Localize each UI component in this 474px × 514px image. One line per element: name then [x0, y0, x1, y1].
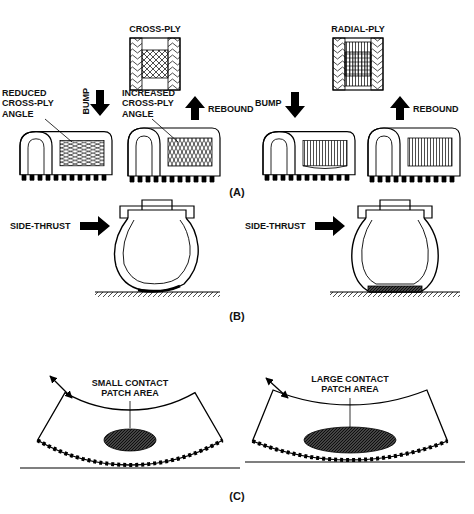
radial-ply-tread [333, 38, 383, 90]
cross-ply-bump-tyre [20, 132, 112, 181]
panel-letter: (C) [217, 490, 257, 503]
panel-letter: (B) [217, 310, 257, 323]
motion-label: BUMP [255, 98, 295, 108]
rebound-arrow [390, 96, 410, 120]
motion-label: REBOUND [208, 104, 263, 114]
thrust-arrow [315, 216, 345, 236]
annotation: INCREASED CROSS-PLY ANGLE [122, 88, 192, 119]
force-label: SIDE-THRUST [10, 221, 80, 231]
motion-label: REBOUND [413, 104, 473, 114]
force-label: SIDE-THRUST [245, 221, 315, 231]
patch-label: LARGE CONTACT PATCH AREA [302, 374, 398, 395]
rebound-arrow [185, 96, 205, 120]
cross-ply-tread [130, 38, 180, 90]
motion-label: BUMP [81, 81, 91, 121]
ground-hatch [95, 292, 220, 297]
patch-label: SMALL CONTACT PATCH AREA [82, 378, 178, 399]
ply-type-label: CROSS-PLY [115, 24, 195, 34]
panel-letter: (A) [217, 186, 257, 199]
ground-line [20, 467, 240, 468]
ground-hatch [330, 292, 460, 297]
leader-line [45, 119, 72, 142]
thrust-arrow [80, 216, 110, 236]
bump-arrow [90, 90, 110, 116]
leader-line [152, 119, 178, 142]
cross-ply-rebound-tyre [128, 128, 220, 182]
bump-arrow [285, 92, 305, 118]
cross-ply-section [115, 200, 199, 291]
cross-ply-tread-band [38, 376, 223, 465]
radial-ply-bump-tyre [263, 132, 355, 181]
radial-ply-section [352, 200, 438, 292]
annotation: REDUCED CROSS-PLY ANGLE [2, 88, 64, 119]
ground-line [245, 461, 465, 462]
radial-ply-rebound-tyre [368, 128, 460, 182]
ply-type-label: RADIAL-PLY [318, 24, 398, 34]
